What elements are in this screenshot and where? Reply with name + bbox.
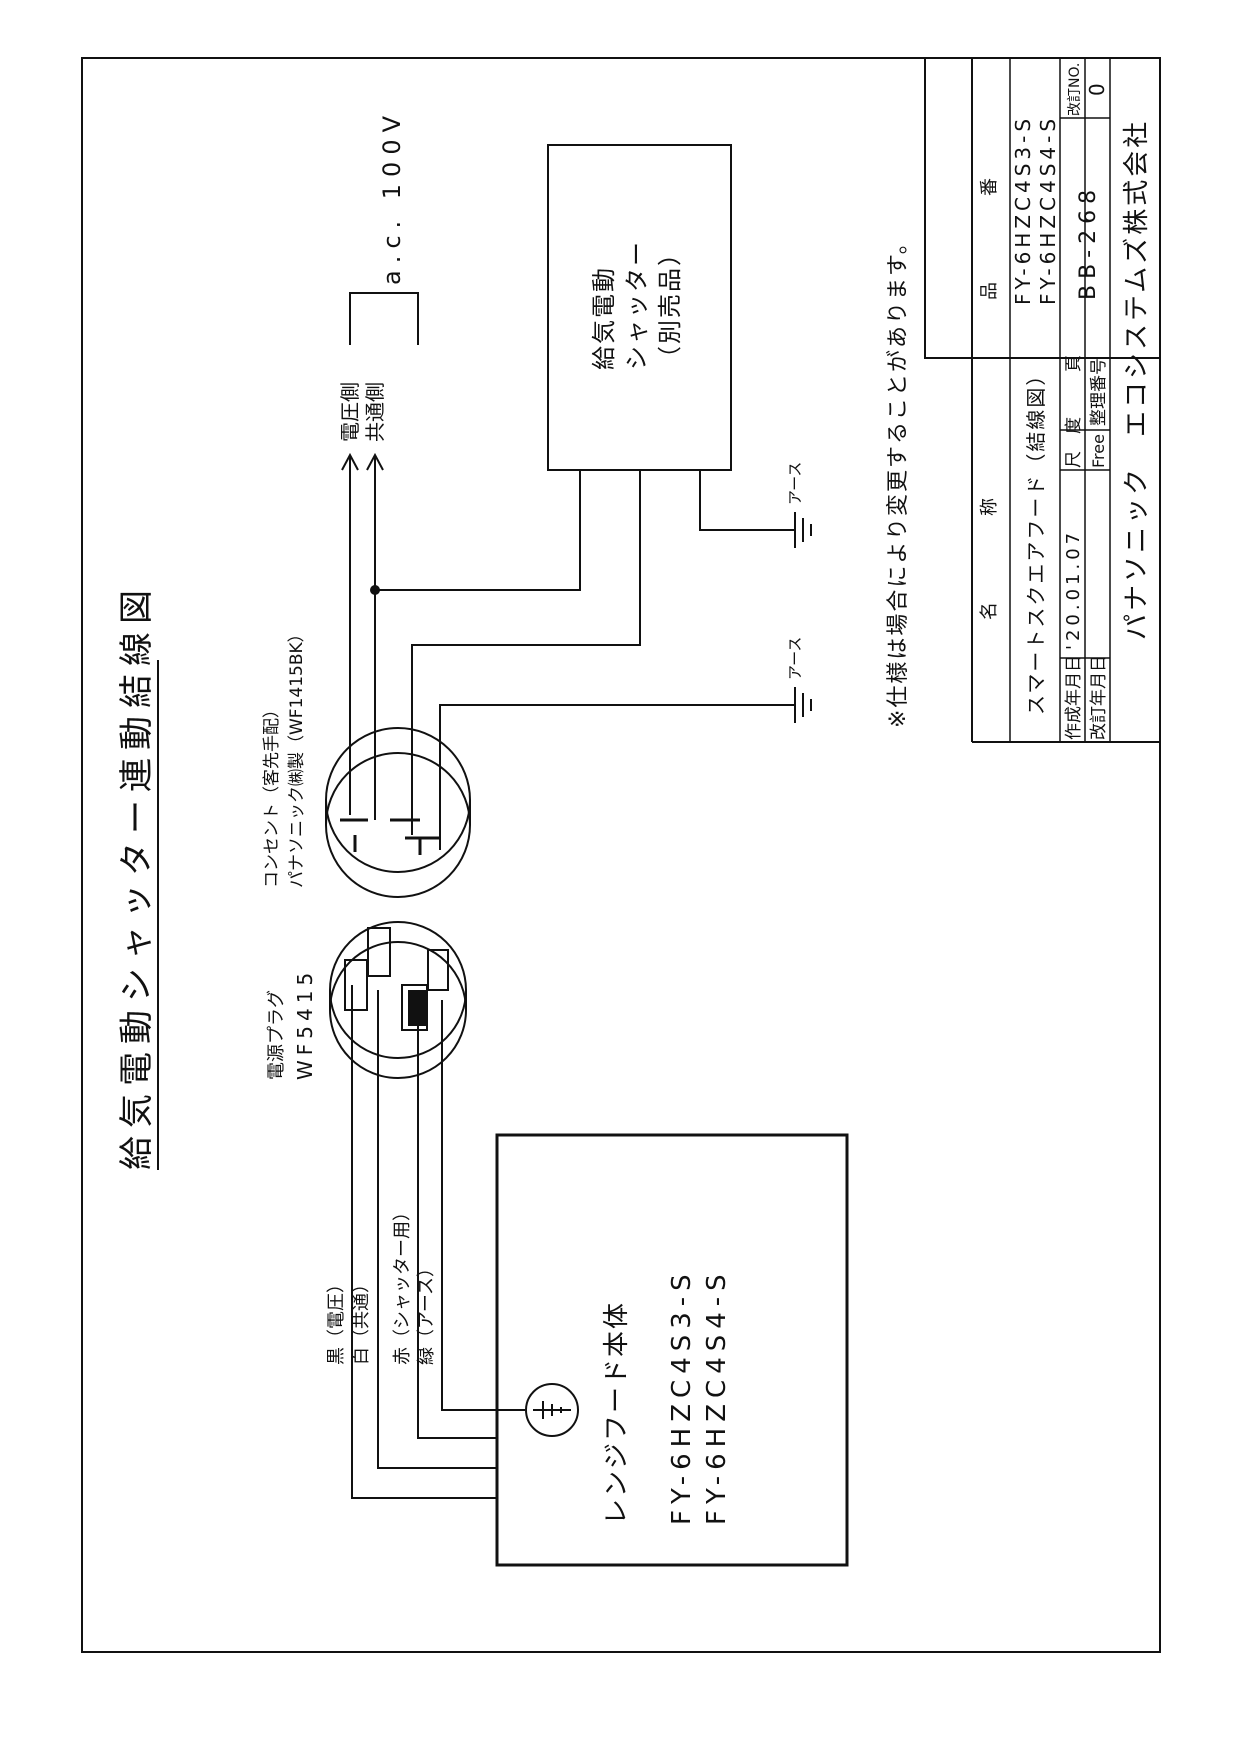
outlet-wire-shutter <box>411 470 641 835</box>
shutter-line-1: 給気電動 <box>590 266 618 370</box>
arrow-common <box>366 452 384 471</box>
earth-symbol-outlet <box>794 687 812 723</box>
terminal-common-side: 共通側 <box>363 382 387 442</box>
earth-symbol-shutter <box>794 512 812 548</box>
tb-page-label: 頁 <box>1064 355 1084 372</box>
plug-name: 電源プラグ <box>266 990 287 1080</box>
tb-product-name: スマートスクエアフード（結線図） <box>1024 364 1048 715</box>
tb-company: パナソニック エコシステムズ株式会社 <box>1122 119 1152 640</box>
tb-hinban-1: FY-6HZC4S3-S <box>1011 115 1035 305</box>
tb-created-date: '20.01.07 <box>1063 529 1084 650</box>
tb-rev-label: 改訂NO. <box>1067 63 1083 116</box>
outlet-line-2: パナソニック㈱製（WF1415BK） <box>287 625 307 888</box>
shutter-line-2: シャッター <box>623 240 651 370</box>
supply-bracket <box>349 292 419 345</box>
outlet-line-1: コンセント（客先手配） <box>262 701 282 888</box>
earth-label-outlet: アース <box>786 637 804 680</box>
tb-created-label: 作成年月日 <box>1064 655 1084 740</box>
diagram-title: 給気電動シャッター連動結線図 <box>117 582 157 1170</box>
outlet-wire-earth <box>439 704 795 850</box>
supply-voltage: a.c. 100V <box>378 109 406 285</box>
wire-label-black: 黒（電圧） <box>326 1275 347 1365</box>
wire-label-red: 赤（シャッター用） <box>392 1203 413 1365</box>
shutter-earth-wire <box>699 470 795 531</box>
earth-label-shutter: アース <box>786 462 804 505</box>
shutter-line-3: （別売品） <box>656 240 684 370</box>
wire-black <box>351 985 497 1499</box>
hood-model-2: FY-6HZC4S4-S <box>702 1268 732 1525</box>
hood-model-1: FY-6HZC4S3-S <box>667 1268 697 1525</box>
outlet-wire-common-to-shutter <box>374 470 581 820</box>
tb-mgmt-label: 整理番号 <box>1089 358 1109 426</box>
tb-hinban-2: FY-6HZC4S4-S <box>1036 115 1060 305</box>
range-hood-box <box>495 1133 849 1567</box>
arrow-voltage <box>341 452 359 471</box>
tb-revised-label: 改訂年月日 <box>1089 655 1109 740</box>
tb-name-header: 名 称 <box>979 490 1000 620</box>
title-block <box>924 58 1160 743</box>
shutter-box <box>547 144 732 471</box>
hood-earth-symbol <box>525 1383 579 1437</box>
terminal-voltage-side: 電圧側 <box>338 382 362 442</box>
wire-label-white: 白（共通） <box>351 1275 372 1365</box>
wire-red <box>417 1010 497 1439</box>
plug-model: WF5415 <box>293 968 317 1080</box>
hood-name: レンジフード本体 <box>602 1301 632 1525</box>
tb-doc-no: BB-268 <box>1076 184 1101 300</box>
tb-hinban-header: 品 番 <box>979 170 1000 300</box>
wire-label-green: 緑（アース） <box>416 1259 437 1365</box>
wire-green <box>441 1000 525 1411</box>
spec-note: ※仕様は場合により変更することがあります。 <box>886 230 911 728</box>
wire-white <box>377 990 497 1469</box>
tb-rev-value: 0 <box>1085 83 1109 96</box>
sheet-frame <box>81 57 1161 1653</box>
junction-dot <box>370 585 380 595</box>
wall-outlet <box>325 727 471 898</box>
power-plug <box>329 921 467 1079</box>
tb-scale-value: Free <box>1089 434 1108 468</box>
tb-scale-label: 尺 度 <box>1064 417 1084 468</box>
